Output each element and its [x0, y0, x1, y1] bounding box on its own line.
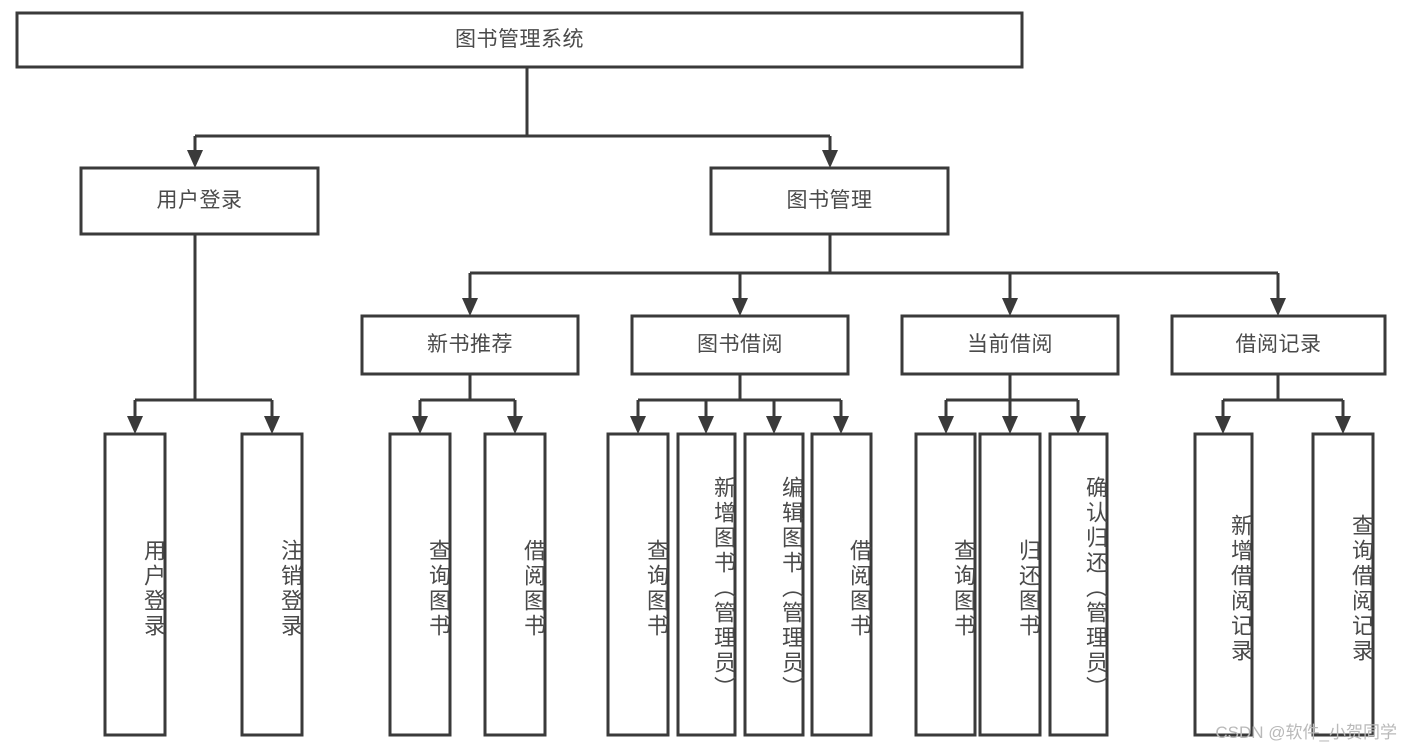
node-box-leaf-logout[interactable] [240, 432, 304, 737]
arrowhead-leaf-borrow-book-2 [833, 416, 849, 434]
node-box-current-borrow[interactable] [900, 314, 1120, 376]
arrowhead-leaf-query-borrow-record [1335, 416, 1351, 434]
node-box-user-login[interactable] [79, 166, 320, 236]
arrowhead-leaf-borrow-book-1 [507, 416, 523, 434]
arrowhead-book-manage [822, 150, 838, 168]
arrowhead-leaf-user-login [127, 416, 143, 434]
node-box-leaf-confirm-return[interactable] [1048, 432, 1109, 737]
node-box-leaf-return-book[interactable] [978, 432, 1042, 737]
node-box-book-borrow[interactable] [630, 314, 850, 376]
node-box-leaf-query-book-1[interactable] [388, 432, 452, 737]
node-box-leaf-borrow-book-2[interactable] [810, 432, 873, 737]
arrowhead-leaf-query-book-3 [938, 416, 954, 434]
node-box-leaf-borrow-book-1[interactable] [483, 432, 547, 737]
node-box-leaf-add-borrow-record[interactable] [1193, 432, 1254, 737]
node-box-borrow-record[interactable] [1170, 314, 1387, 376]
node-box-leaf-edit-book[interactable] [743, 432, 805, 737]
arrowhead-current-borrow [1002, 298, 1018, 316]
node-box-leaf-add-book[interactable] [676, 432, 737, 737]
arrowhead-leaf-query-book-1 [412, 416, 428, 434]
node-box-leaf-query-book-2[interactable] [606, 432, 670, 737]
arrowhead-user-login [187, 150, 203, 168]
arrowhead-leaf-confirm-return [1070, 416, 1086, 434]
arrowhead-leaf-return-book [1002, 416, 1018, 434]
arrowhead-leaf-query-book-2 [630, 416, 646, 434]
arrowhead-leaf-add-book [698, 416, 714, 434]
node-box-leaf-user-login[interactable] [103, 432, 167, 737]
node-box-book-manage[interactable] [709, 166, 950, 236]
arrowhead-leaf-add-borrow-record [1215, 416, 1231, 434]
arrowhead-borrow-record [1270, 298, 1286, 316]
csdn-watermark: CSDN @软件_小贺同学 [1215, 723, 1397, 742]
arrowhead-leaf-logout [264, 416, 280, 434]
node-box-root[interactable] [15, 11, 1024, 69]
arrowhead-book-borrow [732, 298, 748, 316]
node-box-leaf-query-borrow-record[interactable] [1311, 432, 1375, 737]
arrowhead-new-book-recommend [462, 298, 478, 316]
arrowhead-leaf-edit-book [766, 416, 782, 434]
node-box-leaf-query-book-3[interactable] [914, 432, 977, 737]
node-box-new-book-recommend[interactable] [360, 314, 580, 376]
